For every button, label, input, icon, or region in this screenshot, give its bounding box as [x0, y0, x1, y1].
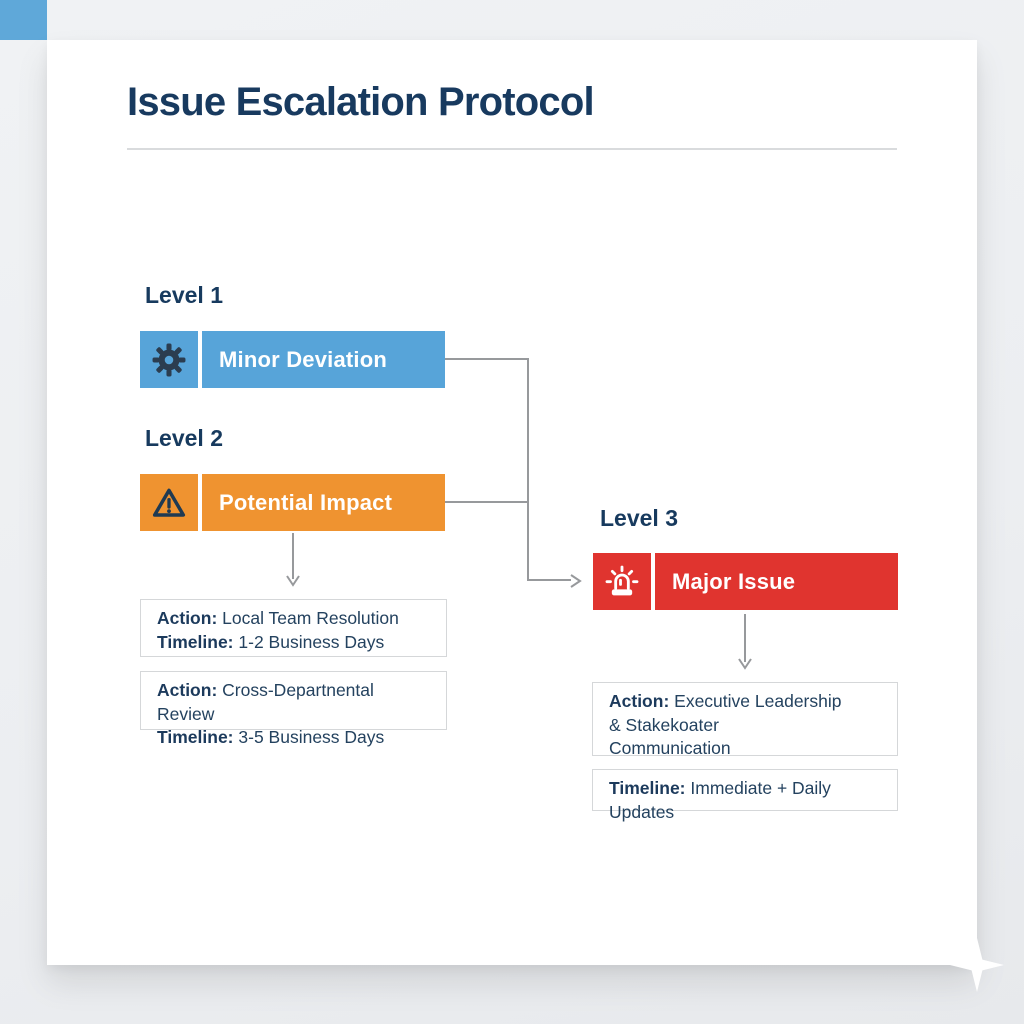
level-2-bar-label: Potential Impact: [219, 489, 393, 515]
title-divider: [127, 148, 897, 150]
action-line-3: Communication: [609, 738, 731, 758]
connector-level3-down: [744, 614, 746, 662]
action-line: Action: Local Team Resolution: [157, 608, 399, 628]
level-1-detail-box: Action: Local Team Resolution Timeline: …: [140, 599, 447, 657]
connector-vertical-trunk: [527, 358, 529, 580]
timeline-line: Timeline: 3-5 Business Days: [157, 727, 385, 747]
action-line-2: & Stakekoater: [609, 714, 719, 735]
arrowhead-down-icon: [284, 573, 302, 587]
connector-level3-horizontal: [527, 579, 571, 581]
action-line: Action: Cross-Departnental Review: [157, 680, 374, 724]
arrowhead-right-icon: [568, 572, 582, 590]
gear-icon: [140, 331, 202, 388]
level-2-detail-box: Action: Cross-Departnental Review Timeli…: [140, 671, 447, 747]
warning-triangle-icon: [140, 474, 202, 531]
page-title: Issue Escalation Protocol: [127, 80, 595, 124]
timeline-line: Timeline: Immediate + Daily Updates: [609, 778, 831, 822]
level-1-bar-label: Minor Deviation: [219, 346, 388, 372]
level-3-action-box: Action: Executive Leadership & Stakekoat…: [592, 682, 898, 758]
timeline-line: Timeline: 1-2 Business Days: [157, 631, 385, 652]
level-3-label: Level 3: [600, 505, 678, 531]
siren-icon: [593, 553, 655, 610]
level-3-bar-label: Major Issue: [672, 568, 796, 594]
level-1-bar: Minor Deviation: [140, 331, 445, 388]
connector-level2-horizontal: [445, 501, 528, 503]
connector-level1-horizontal: [445, 358, 528, 360]
corner-accent-square: [0, 0, 47, 40]
connector-level2-down: [292, 533, 294, 579]
level-1-label: Level 1: [145, 282, 223, 308]
level-3-bar: Major Issue: [593, 553, 898, 610]
action-line: Action: Executive Leadership: [609, 691, 842, 711]
level-2-bar: Potential Impact: [140, 474, 445, 531]
level-3-timeline-box: Timeline: Immediate + Daily Updates: [592, 769, 898, 822]
arrowhead-down-icon: [736, 656, 754, 670]
level-2-label: Level 2: [145, 425, 223, 451]
